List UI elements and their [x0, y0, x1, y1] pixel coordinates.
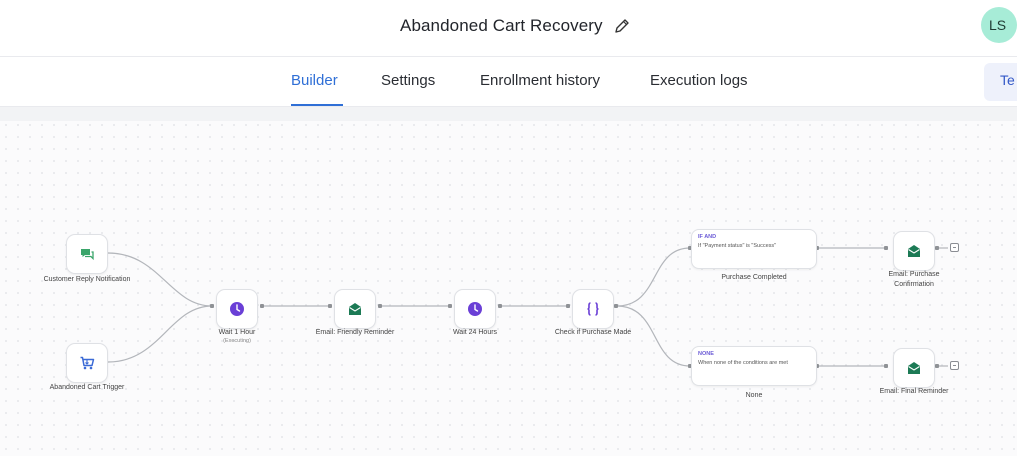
top-header: Abandoned Cart Recovery LS: [0, 0, 1017, 57]
tab-settings[interactable]: Settings: [381, 72, 436, 89]
node-check-purchase[interactable]: [572, 289, 614, 329]
tab-bar: Builder Settings Enrollment history Exec…: [0, 57, 1017, 107]
node-email-confirmation[interactable]: [893, 231, 935, 271]
branch-tag-none: NONE: [698, 351, 714, 357]
node-label-wait-24-hours: Wait 24 Hours: [452, 329, 498, 336]
node-wait-1-hour[interactable]: [216, 289, 258, 329]
canvas-top-strip: [0, 107, 1017, 121]
tab-builder[interactable]: Builder: [291, 72, 338, 89]
node-label-cart-trigger: Abandoned Cart Trigger: [49, 384, 125, 391]
node-label-email-friendly: Email: Friendly Reminder: [315, 329, 395, 336]
tab-execution-logs[interactable]: Execution logs: [650, 72, 748, 89]
node-label-wait-1-hour: Wait 1 Hour: [218, 329, 256, 336]
active-tab-indicator: [291, 104, 343, 106]
branch-label-none: None: [745, 392, 763, 399]
node-label-check-purchase: Check if Purchase Made: [554, 329, 632, 336]
mail-icon: [908, 245, 920, 257]
user-avatar[interactable]: LS: [981, 7, 1017, 43]
node-wait-24-hours[interactable]: [454, 289, 496, 329]
branch-condition-text: When none of the conditions are met: [698, 360, 788, 366]
mail-icon: [908, 362, 920, 374]
end-node-icon[interactable]: [950, 243, 959, 252]
node-email-friendly[interactable]: [334, 289, 376, 329]
clock-icon: [230, 302, 244, 316]
node-label-email-final: Email: Final Reminder: [879, 388, 949, 395]
tab-enrollment-history[interactable]: Enrollment history: [480, 72, 601, 89]
workflow-canvas[interactable]: [0, 107, 1017, 456]
branch-condition-text: If "Payment status" is "Success": [698, 243, 777, 249]
chat-bubble-icon: [81, 249, 94, 261]
braces-icon: [587, 302, 599, 316]
test-button[interactable]: Te: [984, 63, 1017, 101]
mail-icon: [349, 303, 361, 315]
workflow-title: Abandoned Cart Recovery: [400, 16, 603, 35]
node-label-customer-reply: Customer Reply Notification: [43, 276, 131, 283]
branch-label-completed: Purchase Completed: [721, 274, 787, 281]
node-customer-reply[interactable]: [66, 234, 108, 274]
pencil-icon[interactable]: [613, 17, 631, 35]
node-status-wait-1-hour: (Executing): [223, 338, 251, 344]
node-label-email-confirmation: Email: Purchase Confirmation: [888, 271, 940, 288]
clock-icon: [468, 302, 482, 316]
branch-tag-and: IF AND: [698, 234, 717, 240]
node-email-final[interactable]: [893, 348, 935, 388]
shopping-cart-icon: [80, 356, 95, 370]
node-cart-trigger[interactable]: [66, 343, 108, 383]
branch-none[interactable]: NONE When none of the conditions are met: [691, 346, 817, 386]
workflow-title-group: Abandoned Cart Recovery: [400, 16, 631, 36]
end-node-icon[interactable]: [950, 361, 959, 370]
branch-purchase-completed[interactable]: IF AND If "Payment status" is "Success": [691, 229, 817, 269]
